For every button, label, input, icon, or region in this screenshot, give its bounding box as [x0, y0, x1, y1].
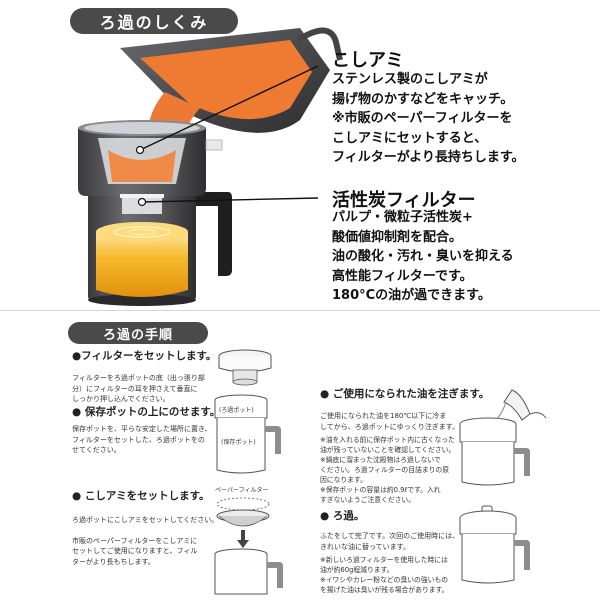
step-line: 保存ポットを、平らな安定した場所に置き、 — [72, 425, 212, 433]
filter-line: 180°Cの油が過できます。 — [332, 288, 491, 303]
note-line: ※保存ポットの容量は約0.9ℓです。入れ — [320, 486, 441, 494]
note-line: ※鍋底に溜まった沈殿物はろ過しないで — [320, 456, 441, 464]
strainer-setup-illustration: ペーパーフィルター — [214, 486, 283, 595]
step-notes: ※新しいろ過フィルターを使用した時には 油が約60g程減ります。 ※イワシやカレ… — [320, 555, 470, 595]
step-heading: ● ご使用になられた油を注ぎます。 — [320, 388, 490, 400]
strainer-line: こしアミにセットすると、 — [332, 130, 488, 146]
step-line: ろ過ポットにこしアミをセットしてください。 — [72, 516, 219, 524]
step-line: フィルターをセットした、ろ過ポットをの — [72, 435, 205, 444]
step-line: ご使用になられた油を180℃以下に冷ま — [320, 412, 447, 420]
note-line: ※新しいろ過フィルターを使用した時には — [320, 556, 448, 564]
step-notes: ※油を入れる前に保存ポット内に古くなった 油が残っていないことを確認してください… — [320, 435, 470, 505]
filter-line: 油の酸化・汚れ・臭いを抑える — [332, 249, 514, 264]
step-pour-oil: ● ご使用になられた油を注ぎます。 ご使用になられた油を180℃以下に冷ま して… — [320, 386, 490, 505]
procedure-illustrations-left: (ろ過ポット) (保存ポット) ペーパーフィルター — [214, 349, 283, 595]
step-line: せてください。 — [72, 446, 121, 454]
step-line: 分）にフィルターの耳を押さえて垂直に — [72, 384, 198, 393]
note-line: 油が約60g程減ります。 — [320, 566, 394, 574]
filter-leader-line — [141, 197, 319, 203]
step-set-filter: ●フィルターをセットします。 フィルターをろ過ポットの底（出っ張り部 分）にフィ… — [72, 348, 217, 405]
strainer-line: フィルターがより長持ちします。 — [332, 150, 525, 165]
paper-filter-label: ペーパーフィルター — [215, 486, 268, 494]
procedure-illustrations-right — [459, 389, 547, 584]
step-place-on-pot: ● 保存ポットの上にのせます。 保存ポットを、平らな安定した場所に置き、 フィル… — [72, 404, 221, 456]
step-line: してから、ろ過ポットにゆっくり注ぎます。 — [320, 422, 460, 431]
strainer-line: 揚げ物のかすなどをキャッチ。 — [332, 91, 514, 107]
filter-pot-label: (ろ過ポット) — [219, 406, 254, 414]
stacked-pots-illustration: (ろ過ポット) (保存ポット) — [214, 394, 281, 474]
note-line: ※油を入れる前に保存ポット内に古くなった — [320, 436, 455, 444]
strainer-leader-line — [139, 65, 319, 151]
step-line: 市販のペーパーフィルターをこしアミに — [72, 536, 198, 545]
section-divider — [0, 310, 600, 311]
step-text: 保存ポットを、平らな安定した場所に置き、 フィルターをセットした、ろ過ポットをの… — [72, 424, 212, 456]
step-heading: ● 保存ポットの上にのせます。 — [72, 406, 221, 418]
storage-pot — [88, 178, 232, 306]
pour-oil-illustration — [459, 389, 547, 486]
storage-pot-label: (保存ポット) — [221, 438, 256, 446]
strainer-heading: こしアミ — [332, 50, 404, 71]
step-line: きれいな油に替っています。 — [320, 542, 410, 551]
step-heading: ● こしアミをセットします。 — [72, 490, 210, 502]
filter-pot — [78, 120, 223, 214]
frying-pan — [120, 27, 343, 133]
note-line: 油が残っていないことを確認してください。 — [320, 446, 456, 454]
filter-description: パルプ・微粒子活性炭+ 酸価値抑制剤を配合。 油の酸化・汚れ・臭いを抑える 高性… — [332, 208, 514, 306]
step-filter-done: ● ろ過。 ふたをして完了です。次回のご使用時には、 きれいな油に替っています。… — [320, 508, 470, 595]
step-text: フィルターをろ過ポットの底（出っ張り部 分）にフィルターの耳を押さえて垂直に し… — [72, 373, 212, 405]
filter-heading: 活性炭フィルター — [332, 190, 476, 211]
step-set-strainer: ● こしアミをセットします。 ろ過ポットにこしアミをセットしてください。 市販の… — [72, 488, 219, 567]
note-line: 因になります。 — [320, 476, 367, 484]
note-line: すぎないようご注意ください。 — [320, 496, 416, 504]
step-text: ふたをして完了です。次回のご使用時には、 きれいな油に替っています。 — [320, 531, 470, 552]
strainer-line: ステンレス製のこしアミが — [332, 72, 488, 87]
note-line: を揚げた油は臭いが残る場合があります。 — [320, 586, 449, 594]
step-line: ターがより長もちします。 — [72, 557, 155, 566]
step-line: しっかり押し込んでください。 — [72, 395, 170, 403]
filter-line: 酸価値抑制剤を配合。 — [332, 229, 463, 245]
note-line: ※イワシやカレー粉などの臭いの強いもの — [320, 576, 449, 584]
step-heading: ● ろ過。 — [320, 510, 365, 522]
filter-line: 高性能フィルターです。 — [332, 268, 473, 284]
step-text: ろ過ポットにこしアミをセットしてください。 市販のペーパーフィルターをこしアミに… — [72, 515, 219, 567]
strainer-description: ステンレス製のこしアミが 揚げ物のかすなどをキャッチ。 ※市販のペーパーフィルタ… — [332, 70, 525, 168]
step-heading: ●フィルターをセットします。 — [72, 350, 217, 362]
filter-insert-illustration — [218, 349, 272, 386]
step-text: ご使用になられた油を180℃以下に冷ま してから、ろ過ポットにゆっくり注ぎます。 — [320, 411, 470, 432]
note-line: ください。ろ過フィルターの目詰まりの原 — [320, 466, 450, 474]
filter-line: パルプ・微粒子活性炭+ — [332, 210, 473, 225]
strainer-line: ※市販のペーパーフィルターを — [332, 111, 513, 126]
step-line: セットしてご使用になりますと、フィル — [72, 547, 198, 555]
lidded-pot-illustration — [459, 505, 530, 584]
step-line: ふたをして完了です。次回のご使用時には、 — [320, 532, 460, 540]
oil-pot-cross-section-illustration — [78, 27, 343, 306]
section-title-procedure: ろ過の手順 — [68, 322, 208, 344]
section-title-mechanism: ろ過のしくみ — [70, 8, 238, 34]
step-line: フィルターをろ過ポットの底（出っ張り部 — [72, 374, 205, 382]
